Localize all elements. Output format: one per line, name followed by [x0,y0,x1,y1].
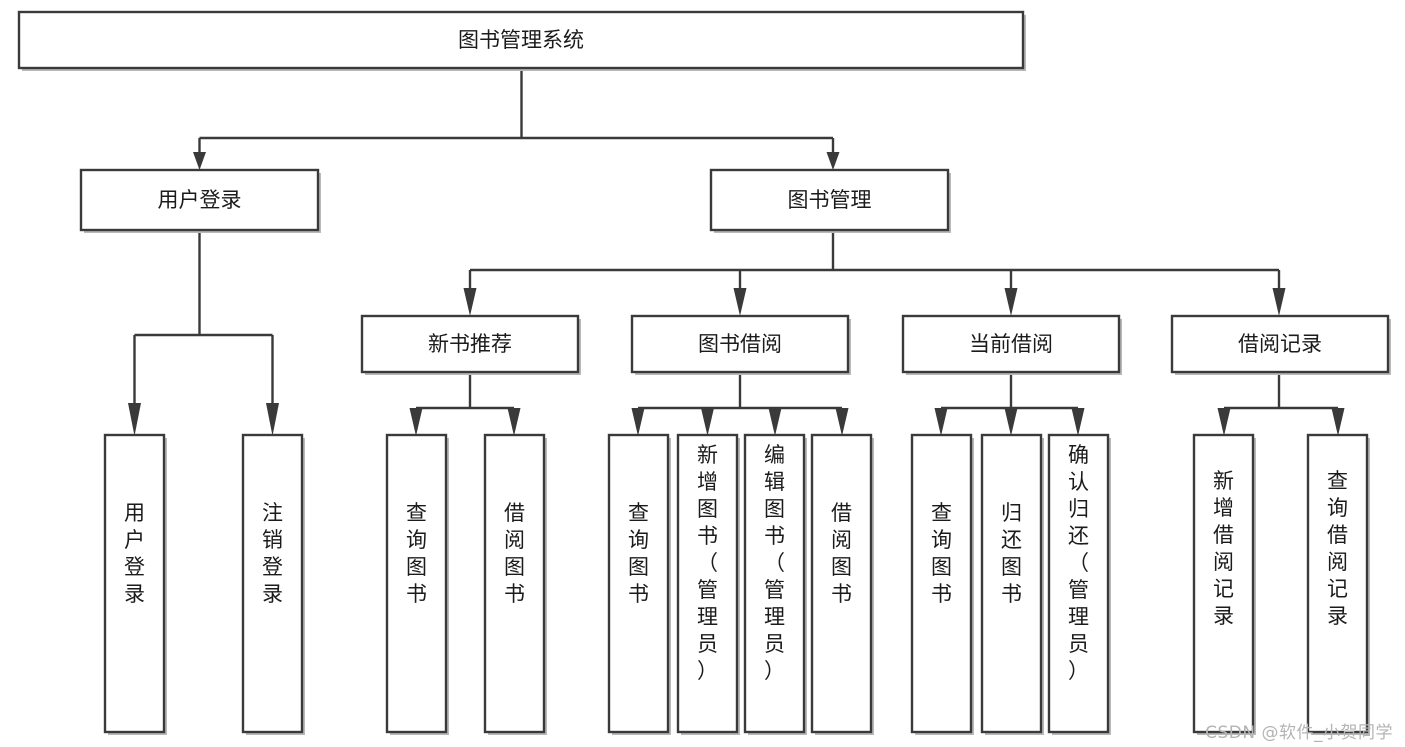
node-leaf-query-book-1-label: 查询图书 [406,501,427,606]
arrow-head-leaf-query-book-1 [409,408,423,436]
node-leaf-return-book[interactable]: 归还图书 [980,433,1044,735]
node-book-borrow-label: 图书借阅 [698,332,782,356]
node-new-book-recommend[interactable]: 新书推荐 [360,314,581,375]
node-user-login-box[interactable] [79,168,320,232]
arrow-head-leaf-user-login [128,403,141,436]
connector-layer [128,68,1345,436]
node-leaf-return-book-box[interactable] [980,433,1043,734]
node-leaf-confirm-return[interactable]: 确认归还（管理员） [1047,433,1111,735]
node-leaf-user-login-label: 用户登录 [124,501,145,606]
arrow-head-user-login [193,152,206,170]
arrow-head-current-borrow [1004,288,1018,316]
node-user-login-label: 用户登录 [158,188,242,212]
arrow-head-leaf-return-book [1004,408,1018,436]
node-leaf-borrow-book-2-label: 借阅图书 [831,501,852,606]
arrow-head-leaf-add-record [1217,408,1231,436]
node-leaf-user-logout-box[interactable] [241,433,304,734]
arrow-head-leaf-add-book [701,408,714,436]
node-leaf-query-record-box[interactable] [1306,433,1369,734]
node-current-borrow-label: 当前借阅 [969,332,1053,356]
node-book-manage[interactable]: 图书管理 [709,168,951,233]
node-leaf-edit-book-label: 编辑图书（管理员） [764,443,785,683]
node-book-manage-label: 图书管理 [788,188,872,212]
node-leaf-add-record-label: 新增借阅记录 [1213,469,1234,628]
node-current-borrow[interactable]: 当前借阅 [901,314,1122,375]
arrow-head-new-book-recommend [463,288,477,316]
node-leaf-borrow-book-1[interactable]: 借阅图书 [483,433,547,735]
node-leaf-query-book-2[interactable]: 查询图书 [607,433,671,735]
node-borrow-record-box[interactable] [1170,314,1390,374]
node-leaf-add-book[interactable]: 新增图书（管理员） [676,433,740,735]
node-leaf-borrow-book-2-box[interactable] [810,433,873,734]
node-leaf-query-book-3-label: 查询图书 [931,501,952,606]
node-leaf-query-record-label: 查询借阅记录 [1327,469,1348,628]
node-leaf-user-login[interactable]: 用户登录 [103,433,167,735]
node-root[interactable]: 图书管理系统 [17,10,1026,71]
node-new-book-recommend-label: 新书推荐 [428,332,512,356]
node-leaf-user-login-box[interactable] [103,433,166,734]
node-root-label: 图书管理系统 [458,28,584,52]
arrow-head-leaf-edit-book [768,408,782,436]
node-leaf-edit-book-box[interactable] [743,433,806,734]
node-leaf-query-book-2-label: 查询图书 [628,501,649,606]
node-book-borrow-box[interactable] [630,314,850,374]
node-leaf-query-book-3-box[interactable] [910,433,973,734]
arrow-head-borrow-record [1272,288,1286,316]
node-leaf-edit-book[interactable]: 编辑图书（管理员） [743,433,807,735]
node-leaf-query-book-2-box[interactable] [607,433,670,734]
node-leaf-query-record[interactable]: 查询借阅记录 [1306,433,1370,735]
node-leaf-borrow-book-1-label: 借阅图书 [504,501,525,606]
node-book-borrow[interactable]: 图书借阅 [630,314,851,375]
arrow-head-book-manage [826,152,840,170]
node-leaf-user-logout[interactable]: 注销登录 [241,433,305,735]
node-root-box[interactable] [17,10,1025,70]
node-borrow-record-label: 借阅记录 [1238,332,1322,356]
node-user-login[interactable]: 用户登录 [79,168,321,233]
arrow-head-book-borrow [733,288,747,316]
node-leaf-borrow-book-1-box[interactable] [483,433,546,734]
node-leaf-query-book-1[interactable]: 查询图书 [385,433,449,735]
arrow-head-leaf-user-logout [266,403,279,436]
arrow-head-leaf-borrow-book-2 [835,408,849,436]
node-leaf-add-book-box[interactable] [676,433,739,734]
node-leaf-borrow-book-2[interactable]: 借阅图书 [810,433,874,735]
node-new-book-recommend-box[interactable] [360,314,580,374]
arrow-head-leaf-borrow-book-1 [507,408,521,436]
node-leaf-add-book-label: 新增图书（管理员） [697,443,718,683]
arrow-head-leaf-query-book-2 [631,408,645,436]
node-leaf-return-book-label: 归还图书 [1001,501,1022,606]
node-leaf-user-logout-label: 注销登录 [262,501,283,606]
arrow-head-leaf-confirm-return [1071,408,1085,436]
node-leaf-add-record-box[interactable] [1192,433,1255,734]
arrow-head-leaf-query-record [1331,408,1345,436]
node-leaf-query-book-1-box[interactable] [385,433,448,734]
node-leaf-confirm-return-box[interactable] [1047,433,1110,734]
node-current-borrow-box[interactable] [901,314,1121,374]
node-leaf-add-record[interactable]: 新增借阅记录 [1192,433,1256,735]
node-leaf-query-book-3[interactable]: 查询图书 [910,433,974,735]
node-borrow-record[interactable]: 借阅记录 [1170,314,1391,375]
node-leaf-confirm-return-label: 确认归还（管理员） [1068,443,1089,683]
arrow-head-leaf-query-book-3 [934,408,948,436]
node-book-manage-box[interactable] [709,168,950,232]
